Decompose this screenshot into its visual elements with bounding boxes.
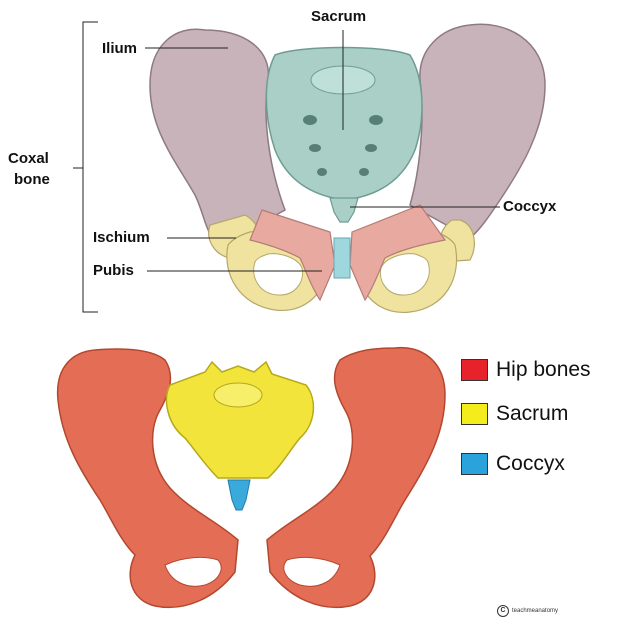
label-coccyx: Coccyx [503,198,556,215]
bottom-sacrum [166,362,313,478]
bottom-coccyx [228,480,250,510]
bottom-pelvis [58,348,445,608]
legend-swatch-coccyx [461,453,488,475]
top-sacral-foramen [303,115,317,125]
label-pubis: Pubis [93,262,134,279]
top-sacral-foramen [359,168,369,176]
label-sacrum: Sacrum [311,8,366,25]
credit: C teachmeanatomy [497,605,558,617]
label-coxal-line1: Coxal [8,150,49,167]
top-sacral-foramen [309,144,321,152]
label-coxal-line2: bone [14,171,50,188]
legend-swatch-sacrum [461,403,488,425]
bottom-sacrum-promontory [214,383,262,407]
top-coccyx [330,198,358,222]
label-ischium: Ischium [93,229,150,246]
top-pelvis [73,22,545,312]
top-pubic-symphysis [334,238,350,278]
top-sacral-foramen [317,168,327,176]
legend-item-coccyx: Coccyx [461,452,565,476]
top-sacral-foramen [365,144,377,152]
copyright-icon: C [497,605,509,617]
legend-label-hip-bones: Hip bones [496,358,591,382]
label-ilium: Ilium [102,40,137,57]
legend-item-hip-bones: Hip bones [461,358,591,382]
legend-item-sacrum: Sacrum [461,402,568,426]
legend-label-coccyx: Coccyx [496,452,565,476]
top-sacral-foramen [369,115,383,125]
legend-label-sacrum: Sacrum [496,402,568,426]
legend-swatch-hip-bones [461,359,488,381]
credit-text: teachmeanatomy [512,608,558,614]
